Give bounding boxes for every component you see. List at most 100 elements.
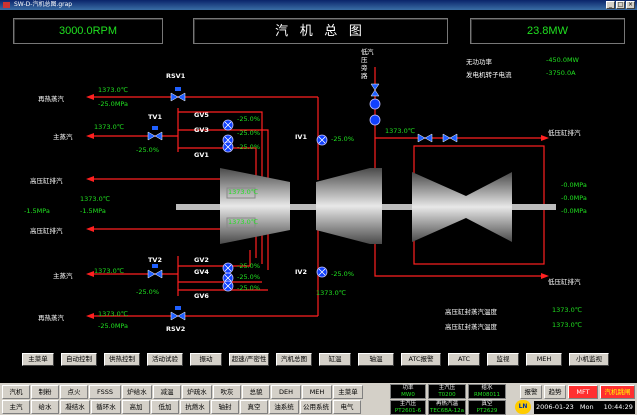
nav-tab[interactable]: 凝结水 (60, 400, 90, 414)
nav-tab[interactable]: 真空 (240, 400, 268, 414)
nav-tab[interactable]: 电气 (333, 400, 361, 414)
ip-turbine (316, 168, 382, 244)
function-button[interactable]: 缸温 (319, 353, 351, 366)
reactive-power-value: -450.0MW (546, 56, 579, 64)
rsv2-label: RSV2 (166, 325, 186, 333)
nav-tab[interactable]: 主菜单 (333, 385, 363, 399)
minimize-button[interactable]: _ (606, 1, 615, 9)
trend-button[interactable]: 趋势 (544, 385, 566, 399)
function-button-row: 主菜单自动控制供热控制活动试验振动超速/严密性汽机总图缸温轴温 ATC报警 ATC 监… (22, 353, 634, 367)
nav-tab[interactable]: DEH (271, 385, 301, 399)
nav-tab[interactable]: 公用系统 (300, 400, 332, 414)
maximize-button[interactable]: □ (616, 1, 625, 9)
gv5-pct: -25.0% (237, 115, 260, 123)
nav-tab[interactable]: 炉给水 (122, 385, 152, 399)
function-button[interactable]: 小机监视 (569, 353, 609, 366)
hp-exhaust-bottom-label: 高压缸排汽 (30, 227, 63, 235)
nav-tab[interactable]: FSSS (89, 385, 121, 399)
lp-exhaust-top-label: 低压缸排汽 (548, 129, 581, 137)
hp-turbine (220, 168, 290, 244)
turbine-trip-indicator: 汽机跳闸 (600, 385, 635, 399)
svg-text:路: 路 (361, 71, 368, 80)
nav-tab[interactable]: 抗燃水 (180, 400, 210, 414)
function-button[interactable]: 汽机总图 (276, 353, 312, 366)
time-text: 10:44:29 (603, 403, 633, 411)
turbine-diagram: 低 压 旁 路 汽 (86, 47, 556, 321)
lp-exhaust-bottom-label: 低压缸排汽 (548, 278, 581, 286)
nav-tab[interactable]: MEH (302, 385, 332, 399)
nav-tab[interactable]: 高加 (122, 400, 150, 414)
exhaust-temp: 1373.0℃ (80, 195, 111, 203)
nav-tab[interactable]: 轴封 (211, 400, 239, 414)
function-button[interactable]: ATC报警 (401, 353, 441, 366)
function-button[interactable]: 监视 (487, 353, 519, 366)
rpm-display: 3000.0RPM (13, 18, 163, 44)
nav-tab[interactable]: 总貌 (242, 385, 270, 399)
hp-temp-top: 1373.0℃ (228, 188, 259, 196)
nav-tab[interactable]: 制粉 (31, 385, 59, 399)
rotor-current-value: -3750.0A (546, 69, 576, 77)
function-button[interactable]: 轴温 (358, 353, 394, 366)
rsv1-pressure: -25.0MPa (98, 100, 129, 108)
hp-seal-label: 高压缸封蒸汽温度 (445, 308, 497, 316)
gv2-pct: -25.0% (237, 262, 260, 270)
page-title: 汽 机 总 图 (193, 18, 448, 44)
window-title: SW-D-汽机总图.grap (14, 1, 73, 8)
exhaust-press-right: -1.5MPa (80, 207, 106, 215)
rsv2-pressure: -25.0MPa (98, 322, 129, 330)
iv2-pct: -25.0% (331, 270, 354, 278)
nav-tab[interactable]: 汽机 (2, 385, 30, 399)
lp-seal-value: 1373.0℃ (552, 321, 583, 329)
mw-display: 23.8MW (470, 18, 625, 44)
gv5-label: GV5 (194, 111, 209, 119)
hp-temp-bottom: 1373.0℃ (228, 218, 259, 226)
svg-text:压: 压 (361, 56, 368, 64)
iv2-label: IV2 (295, 268, 307, 276)
mft-indicator: MFT (568, 385, 598, 399)
main-steam-top-label: 主蒸汽 (53, 133, 73, 141)
tv1-temp: 1373.0℃ (94, 123, 125, 131)
function-button[interactable]: MEH (526, 353, 562, 366)
hp-exhaust-top-label: 高压缸排汽 (30, 177, 63, 185)
gv2-label: GV2 (194, 256, 209, 264)
tv1-pct: -25.0% (136, 146, 159, 154)
lp-seal-label: 高压缸封蒸汽温度 (445, 323, 497, 331)
nav-tab[interactable]: 油系统 (269, 400, 299, 414)
function-button[interactable]: ATC (448, 353, 480, 366)
nav-tab[interactable]: 吹灰 (213, 385, 241, 399)
svg-text:汽: 汽 (367, 47, 374, 56)
nav-tab[interactable]: 低加 (151, 400, 179, 414)
rotor-current-label: 发电机转子电流 (466, 71, 512, 79)
lp-top-temp: 1373.0℃ (385, 127, 416, 135)
nav-tab[interactable]: 减温 (153, 385, 181, 399)
iv2-temp: 1373.0℃ (316, 289, 347, 297)
iv1-label: IV1 (295, 133, 307, 141)
clock-panel: 2006-01-23 Mon 10:44:29 (534, 401, 635, 414)
rsv1-label: RSV1 (166, 72, 186, 80)
function-button[interactable]: 供热控制 (104, 353, 140, 366)
tv2-label: TV2 (148, 256, 162, 264)
reactive-power-label: 无功功率 (466, 58, 492, 66)
function-button[interactable]: 自动控制 (61, 353, 97, 366)
function-button[interactable]: 超速/严密性 (229, 353, 269, 366)
nav-tab[interactable]: 炉疏水 (182, 385, 212, 399)
gv1-pct: -25.0% (237, 143, 260, 151)
nav-tab[interactable]: 给水 (31, 400, 59, 414)
nav-tab[interactable]: 主汽 (2, 400, 30, 414)
close-button[interactable]: × (626, 1, 635, 9)
function-button[interactable]: 振动 (190, 353, 222, 366)
alarm-button[interactable]: 报警 (520, 385, 542, 399)
gv6-label: GV6 (194, 292, 209, 300)
lp-press-3: -0.0MPa (561, 207, 587, 215)
function-button[interactable]: 活动试验 (147, 353, 183, 366)
lp-turbine-a (412, 172, 466, 242)
nav-tab[interactable]: 循环水 (91, 400, 121, 414)
function-button[interactable]: 主菜单 (22, 353, 54, 366)
main-steam-bottom-label: 主蒸汽 (53, 272, 73, 280)
nav-tab[interactable]: 点火 (60, 385, 88, 399)
